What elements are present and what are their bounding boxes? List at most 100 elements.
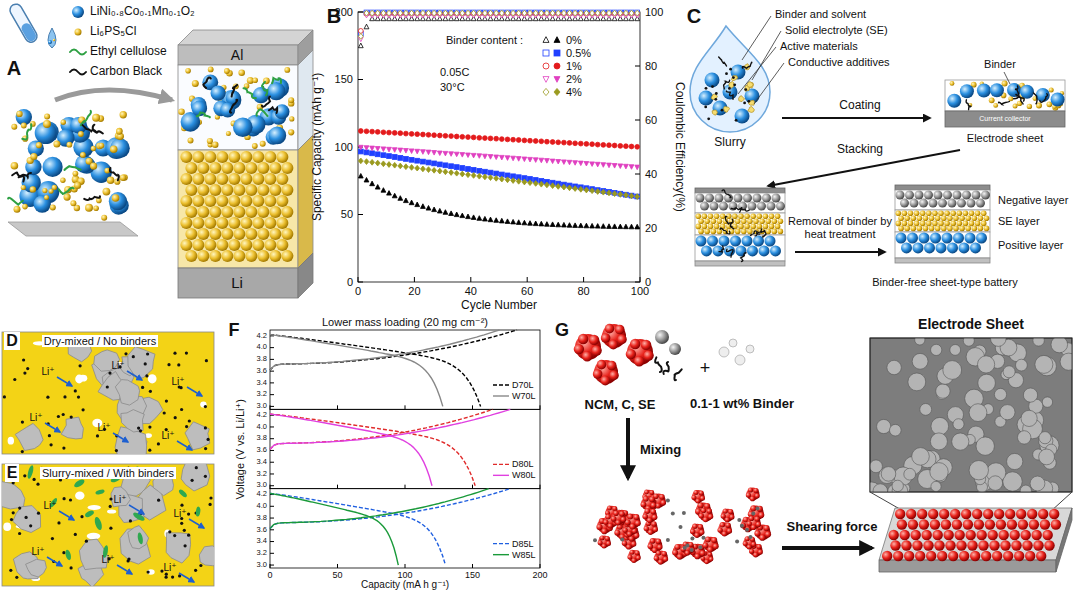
ncm-particle (882, 551, 892, 561)
tick-mark (337, 485, 338, 489)
sem-particle (890, 424, 902, 436)
ncm-bump (763, 525, 769, 531)
electrolyte-particle (772, 219, 778, 225)
ncm-bump (627, 555, 632, 560)
carbon-dot (70, 416, 73, 419)
ncm-particle (904, 551, 914, 561)
carbon-dot (12, 511, 15, 514)
electrolyte-particle (240, 173, 252, 185)
data-marker (545, 222, 550, 227)
legend-text: 2% (566, 73, 582, 86)
electrolyte-particle (276, 173, 288, 185)
ncm-bump (690, 529, 695, 534)
electrolyte-particle (192, 173, 204, 185)
anode-particle (696, 194, 705, 203)
active-particle (115, 427, 147, 454)
electrolyte-particle (896, 221, 902, 227)
tick-mark (527, 277, 528, 282)
binder-particle (746, 345, 754, 353)
ncm-particle (985, 519, 995, 529)
anode-particle (776, 202, 785, 211)
electrolyte-particle (228, 173, 240, 185)
electrolyte-particle (269, 206, 281, 218)
al-layer (178, 45, 298, 65)
legend-text: D70L (512, 380, 534, 390)
sem-particle (1051, 338, 1068, 353)
data-marker (595, 224, 600, 229)
data-marker (505, 10, 510, 16)
ncm-particle (992, 551, 1002, 561)
ncm-bump (609, 340, 619, 350)
electrolyte-particle (257, 206, 269, 218)
tick-mark (270, 473, 274, 474)
data-marker (562, 184, 567, 190)
data-marker (364, 178, 369, 183)
panel-letter: F (229, 320, 240, 341)
binder-strand (83, 125, 97, 132)
electrolyte-particle (60, 178, 65, 183)
electrolyte-particle (981, 221, 987, 227)
data-marker (437, 168, 442, 174)
tick-mark (270, 485, 274, 486)
electrolyte-particle (963, 211, 969, 217)
ncm-bump (644, 526, 649, 531)
annotation-label: NCM, C, SE (585, 398, 656, 413)
data-marker (516, 157, 521, 162)
carbon-dot (204, 405, 207, 408)
tick-mark (358, 12, 363, 13)
ncm-bump (608, 523, 613, 528)
active-particle (268, 126, 286, 144)
carbon-dot (145, 374, 148, 377)
electrolyte-ground (2, 332, 214, 454)
binder-strand (761, 230, 766, 237)
voltage-curve (270, 493, 446, 565)
tick-label: 4.2 (257, 490, 267, 499)
carbon-dot (685, 544, 689, 548)
electrolyte-particle (1027, 104, 1032, 109)
carbon-dot (108, 372, 111, 375)
electrolyte-particle (947, 216, 953, 222)
ncm-bump (615, 325, 625, 335)
data-marker (364, 10, 369, 16)
electrolyte-particle (180, 151, 192, 163)
active-particle (15, 423, 43, 450)
carbon-dot (743, 102, 746, 105)
data-marker (554, 37, 560, 43)
carbon-dot (165, 576, 168, 579)
ncm-bump (630, 524, 636, 530)
data-marker (477, 154, 482, 159)
data-marker (607, 143, 612, 148)
electrolyte-particle (233, 250, 245, 262)
active-particle (34, 195, 51, 212)
carbon-dot (199, 564, 202, 567)
tick-label: 3.0 (257, 402, 267, 411)
data-marker (454, 165, 459, 170)
current-collector (895, 185, 990, 190)
annotation-label: Li₆PS₅Cl (90, 25, 136, 39)
data-marker (573, 223, 578, 228)
ncm-bump (641, 340, 651, 350)
active-particle (742, 236, 753, 247)
active-particle (759, 245, 770, 256)
ncm-bump (636, 555, 641, 560)
electrolyte-particle (16, 111, 22, 117)
tick-label: 40 (645, 168, 657, 181)
electrolyte-particle (902, 211, 908, 217)
electrolyte-particle (281, 206, 293, 218)
electrolyte-particle (696, 214, 702, 220)
tick-mark (270, 382, 274, 383)
sem-particle (969, 404, 987, 422)
carbon-dot (144, 362, 147, 365)
active-particle (199, 546, 214, 566)
anode-particle (767, 202, 776, 211)
ncm-particle (703, 537, 718, 552)
ncm-particle (1022, 540, 1032, 550)
binder-strand (230, 100, 237, 113)
electrolyte-particle (240, 151, 252, 163)
legend-text: W85L (512, 550, 536, 560)
ncm-particle (959, 551, 969, 561)
carbon-dot (204, 426, 207, 429)
data-marker (437, 133, 442, 138)
ion-path-arrow (117, 565, 132, 574)
electrolyte-particle (969, 221, 975, 227)
